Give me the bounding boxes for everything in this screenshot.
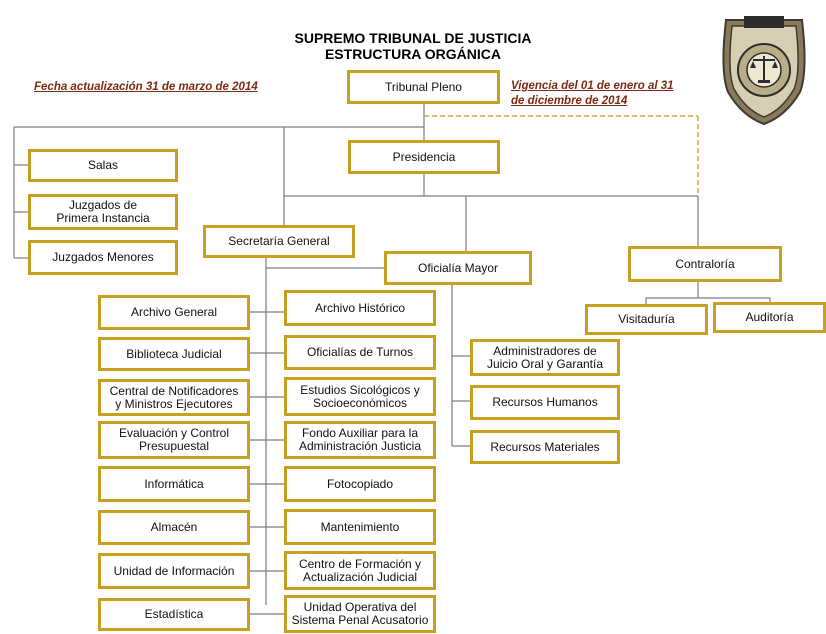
unit-fotocopiado: Fotocopiado (284, 466, 436, 502)
unit-archivo-general: Archivo General (98, 295, 250, 330)
unit-evaluacion-control-presupuestal: Evaluación y Control Presupuestal (98, 421, 250, 459)
unit-estadistica: Estadística (98, 598, 250, 631)
unit-juzgados-menores: Juzgados Menores (28, 240, 178, 275)
unit-administradores-juicio-oral: Administradores de Juicio Oral y Garantí… (470, 339, 620, 376)
unit-unidad-informacion: Unidad de Información (98, 553, 250, 589)
unit-biblioteca-judicial: Biblioteca Judicial (98, 337, 250, 371)
unit-salas: Salas (28, 149, 178, 182)
unit-presidencia: Presidencia (348, 140, 500, 174)
validity-text-line1: Vigencia del 01 de enero al 31 (511, 80, 674, 92)
unit-almacen: Almacén (98, 510, 250, 545)
unit-mantenimiento: Mantenimiento (284, 509, 436, 545)
chart-title: SUPREMO TRIBUNAL DE JUSTICIA (294, 30, 532, 46)
unit-juzgados-primera-instancia: Juzgados de Primera Instancia (28, 194, 178, 230)
unit-oficialia-mayor: Oficialía Mayor (384, 251, 532, 285)
unit-contraloria: Contraloría (628, 246, 782, 282)
unit-central-notificadores: Central de Notificadores y Ministros Eje… (98, 379, 250, 416)
unit-centro-formacion: Centro de Formación y Actualización Judi… (284, 551, 436, 590)
chart-subtitle: ESTRUCTURA ORGÁNICA (324, 46, 502, 62)
unit-archivo-historico: Archivo Histórico (284, 290, 436, 326)
unit-informatica: Informática (98, 466, 250, 502)
judicial-seal-icon (722, 16, 806, 126)
unit-recursos-materiales: Recursos Materiales (470, 430, 620, 464)
unit-fondo-auxiliar: Fondo Auxiliar para la Administración Ju… (284, 421, 436, 459)
unit-tribunal-pleno: Tribunal Pleno (347, 70, 500, 104)
validity-text-line2: de diciembre de 2014 (511, 95, 628, 107)
unit-unidad-operativa: Unidad Operativa del Sistema Penal Acusa… (284, 595, 436, 633)
unit-oficialias-turnos: Oficialías de Turnos (284, 335, 436, 370)
unit-visitaduria: Visitaduría (585, 304, 708, 335)
unit-recursos-humanos: Recursos Humanos (470, 385, 620, 420)
update-date-text: Fecha actualización 31 de marzo de 2014 (34, 81, 258, 93)
unit-secretaria-general: Secretaría General (203, 225, 355, 258)
unit-estudios-sicologicos: Estudios Sicológicos y Socioeconómicos (284, 377, 436, 416)
unit-auditoria: Auditoría (713, 302, 826, 333)
